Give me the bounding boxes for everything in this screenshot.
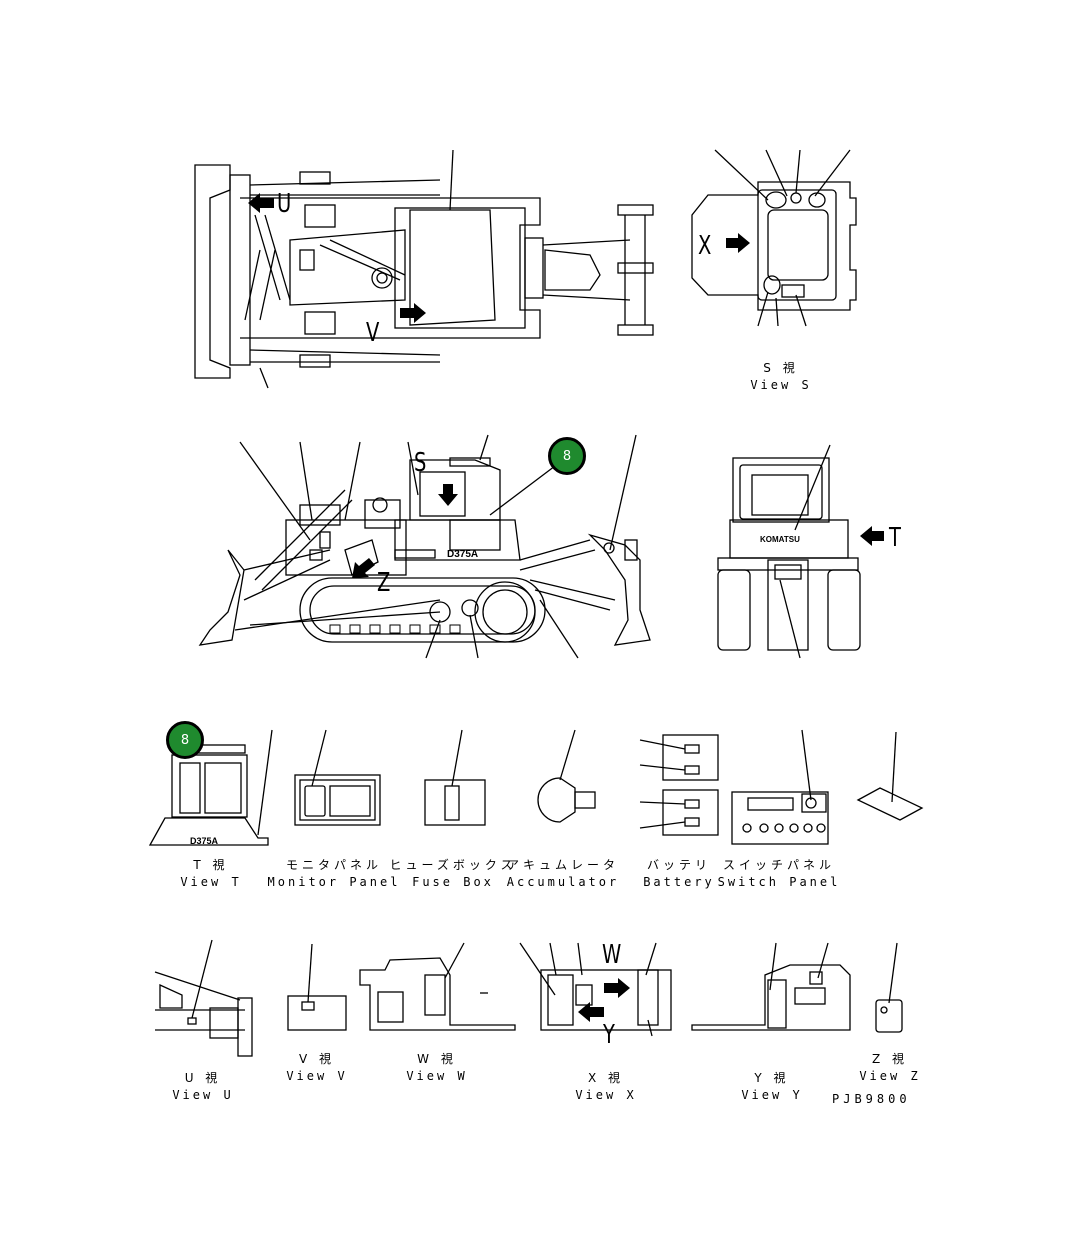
arrow-u-icon [248,193,274,213]
side-view-drawing [198,434,651,659]
view-y-drawing [691,942,851,1031]
view-u-drawing [154,939,253,1057]
arrow-z-icon [352,558,375,578]
label-s: S [414,448,427,478]
decal-sheet-drawing [856,731,924,821]
arrow-w-icon [604,978,630,998]
view-z-drawing [875,942,903,1033]
label-x: X [698,231,712,261]
view-t-drawing [148,729,273,846]
model-plate: D375A [447,549,479,560]
label-w: W [602,940,622,970]
drawing-code: PJB9800 [832,1092,911,1106]
switch-panel-drawing [731,729,829,845]
view-x-drawing [519,942,672,1037]
top-view-drawing [194,149,654,389]
arrow-t-icon [860,526,884,546]
arrow-x-icon [726,233,750,253]
arrow-y-icon [578,1002,604,1022]
callout-badge-view-t: 8 [166,721,204,759]
fuse-box-drawing [424,729,486,826]
battery-drawing [639,734,719,836]
brand-plate: KOMATSU [760,535,800,544]
label-v: V [366,318,380,348]
rear-view-drawing [717,444,861,659]
callout-badge-main: 8 [548,437,586,475]
label-z: Z [377,568,391,598]
arrow-v-icon [400,303,426,323]
view-s-drawing [691,149,857,327]
view-w-drawing [359,942,516,1031]
model-plate-view-t: D375A [190,836,219,846]
label-y: Y [603,1020,615,1050]
monitor-panel-drawing [294,729,381,826]
accumulator-drawing [537,729,596,823]
label-t: T [889,523,901,553]
arrow-s-icon [438,484,458,506]
view-v-drawing [287,943,347,1031]
label-u: U [277,189,292,219]
